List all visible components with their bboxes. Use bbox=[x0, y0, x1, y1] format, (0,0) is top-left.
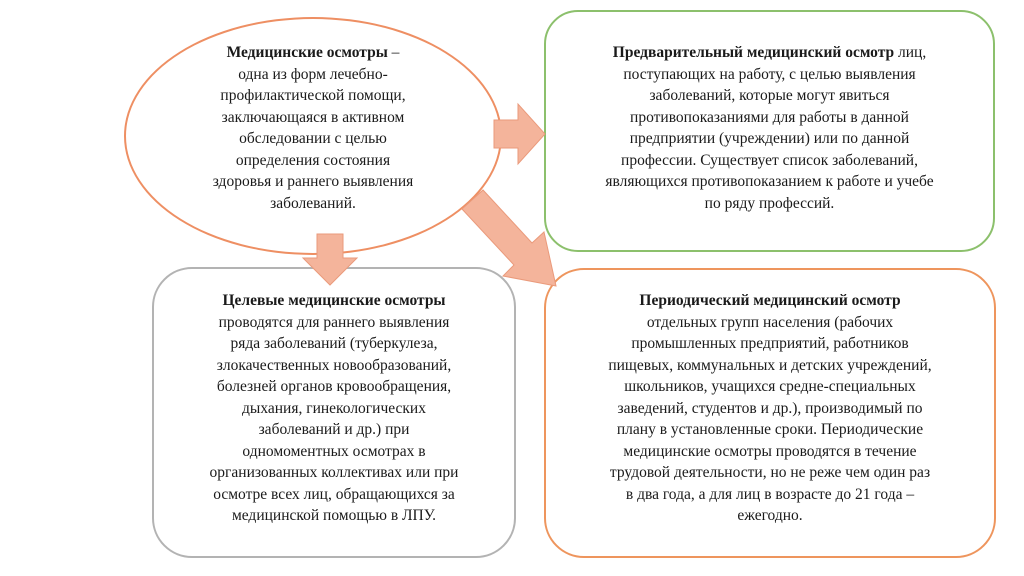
periodic-box bbox=[544, 268, 996, 558]
targeted-line: ряда заболеваний (туберкулеза, bbox=[230, 335, 438, 352]
definition-line: здоровья и раннего выявления bbox=[212, 173, 414, 190]
periodic-line: заведений, студентов и др.), производимы… bbox=[617, 399, 923, 417]
targeted-text: Целевые медицинские осмотры проводятся д… bbox=[152, 290, 516, 527]
periodic-line: медицинские осмотры проводятся в течение bbox=[623, 442, 917, 460]
preliminary-line: предприятии (учреждении) или по данной bbox=[629, 130, 910, 147]
targeted-line: организованных коллективах или при bbox=[209, 464, 459, 481]
periodic-line: плану в установленные сроки. Периодическ… bbox=[616, 421, 924, 438]
targeted-line: дыхания, гинекологических bbox=[242, 399, 426, 417]
preliminary-line: лиц, bbox=[894, 44, 927, 61]
definition-heading: Медицинские осмотры bbox=[226, 44, 388, 61]
targeted-line: заболеваний и др.) при bbox=[258, 421, 410, 438]
periodic-line: отдельных групп населения (рабочих bbox=[646, 313, 894, 331]
preliminary-line: профессии. Существует список заболеваний… bbox=[621, 151, 918, 169]
definition-ellipse bbox=[124, 17, 502, 255]
preliminary-text: Предварительный медицинский осмотр лиц, … bbox=[544, 42, 995, 214]
targeted-line: осмотре всех лиц, обращающихся за bbox=[213, 485, 455, 503]
definition-line: – bbox=[387, 44, 400, 61]
periodic-text: Периодический медицинский осмотр отдельн… bbox=[544, 290, 996, 527]
preliminary-line: поступающих на работу, с целью выявления bbox=[623, 65, 916, 83]
periodic-line: школьников, учащихся средне-специальных bbox=[624, 378, 916, 395]
definition-text: Медицинские осмотры – одна из форм лечеб… bbox=[124, 42, 502, 214]
targeted-heading: Целевые медицинские осмотры bbox=[222, 292, 446, 309]
periodic-heading: Периодический медицинский осмотр bbox=[639, 292, 901, 309]
periodic-line: трудовой деятельности, но не реже чем од… bbox=[609, 464, 931, 481]
targeted-line: болезней органов кровообращения, bbox=[216, 378, 452, 395]
preliminary-box bbox=[544, 10, 995, 252]
diagonal-arrow-to-periodic bbox=[461, 189, 557, 287]
periodic-line: ежегодно. bbox=[737, 507, 803, 524]
preliminary-line: по ряду профессий. bbox=[704, 194, 835, 212]
definition-line: заболеваний. bbox=[270, 194, 356, 212]
preliminary-heading: Предварительный медицинский осмотр bbox=[612, 44, 895, 61]
preliminary-line: противопоказаниями для работы в данной bbox=[630, 108, 909, 126]
definition-line: одна из форм лечебно- bbox=[238, 65, 388, 83]
definition-line: профилактической помощи, bbox=[220, 87, 406, 104]
down-arrow-to-targeted bbox=[301, 233, 359, 286]
targeted-line: медицинской помощью в ЛПУ. bbox=[231, 507, 437, 524]
right-arrow-to-preliminary bbox=[493, 102, 546, 166]
definition-line: обследовании с целью bbox=[239, 130, 387, 147]
targeted-line: злокачественных новообразований, bbox=[216, 356, 452, 374]
definition-line: определения состояния bbox=[235, 151, 391, 169]
periodic-line: в два года, а для лиц в возрасте до 21 г… bbox=[625, 485, 915, 503]
targeted-line: одномоментных осмотрах в bbox=[242, 442, 426, 460]
definition-line: заключающаяся в активном bbox=[221, 108, 405, 126]
targeted-box bbox=[152, 267, 516, 558]
periodic-line: промышленных предприятий, работников bbox=[631, 335, 909, 352]
targeted-line: проводятся для раннего выявления bbox=[218, 313, 450, 331]
preliminary-line: заболеваний, которые могут явиться bbox=[649, 87, 890, 104]
preliminary-line: являющихся противопоказанием к работе и … bbox=[605, 173, 934, 190]
periodic-line: пищевых, коммунальных и детских учрежден… bbox=[608, 356, 932, 374]
